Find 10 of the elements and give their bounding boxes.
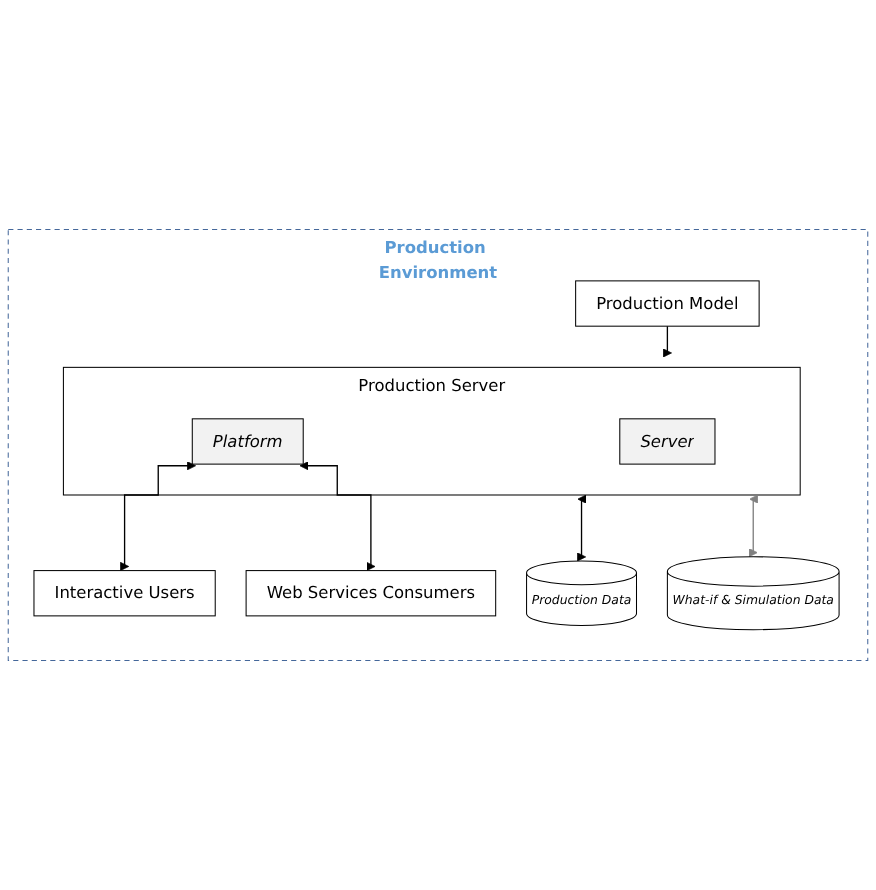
arrow bbox=[662, 325, 672, 358]
node-box: Interactive Users bbox=[33, 570, 216, 617]
node-box: Server bbox=[619, 418, 716, 465]
node-box: Web Services Consumers bbox=[245, 570, 497, 617]
node-box: Production Model bbox=[575, 280, 760, 327]
arrow bbox=[299, 461, 376, 571]
arrow bbox=[120, 461, 196, 571]
arrow bbox=[748, 495, 758, 558]
arrow bbox=[577, 495, 587, 562]
node-box: Platform bbox=[191, 418, 304, 465]
